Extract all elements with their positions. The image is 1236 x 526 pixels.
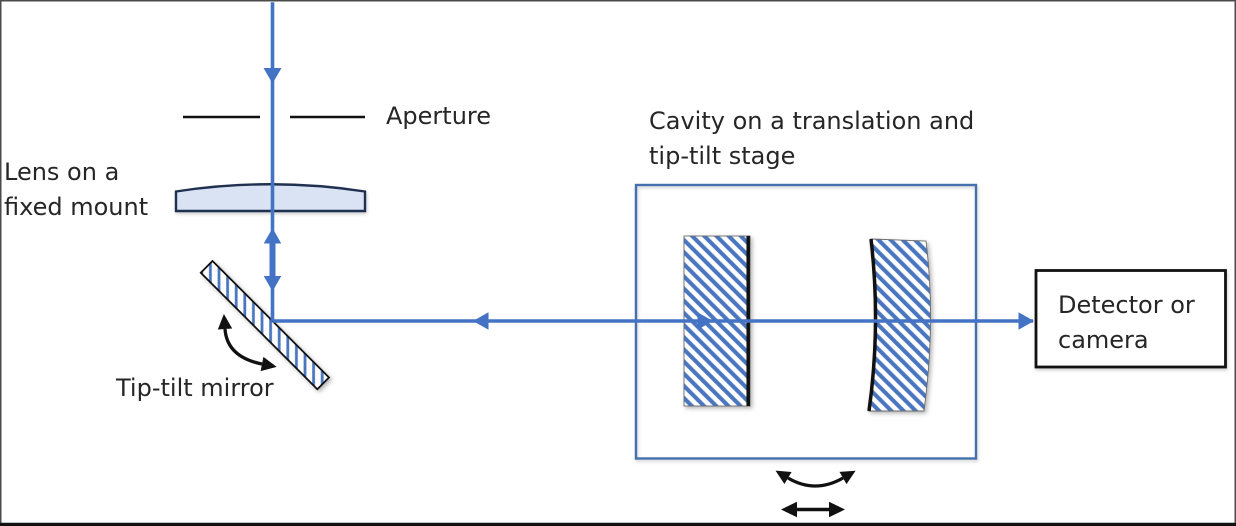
stage-tilt-arrowhead-right-icon	[839, 470, 856, 485]
label-cavity: Cavity on a translation and tip-tilt sta…	[649, 104, 974, 174]
stage-translation-arrowhead-right-icon	[829, 501, 845, 518]
detector-box	[1034, 269, 1227, 369]
tip-tilt-mirror-body	[199, 259, 331, 391]
cavity-curved-mirror-shape	[867, 238, 931, 412]
label-aperture: Aperture	[386, 99, 491, 134]
stage-tilt-arrowhead-left-icon	[775, 470, 792, 484]
beam-double-arrow	[263, 228, 282, 292]
label-lens: Lens on a fixed mount	[4, 155, 148, 225]
stage-tilt-arrow-arc	[787, 476, 844, 488]
label-detector-line1: Detector or	[1058, 291, 1195, 319]
mirror-tilt-arrow-arc	[223, 328, 263, 366]
label-tip-tilt-mirror: Tip-tilt mirror	[116, 371, 274, 406]
beam-down-arrowhead2-icon	[263, 276, 282, 292]
label-lens-line1: Lens on a	[4, 158, 120, 186]
mirror-tilt-arrowhead-down-icon	[260, 356, 277, 372]
label-detector: Detector or camera	[1058, 288, 1195, 358]
tip-tilt-mirror-shape	[199, 259, 331, 391]
beam-left-arrowhead-icon	[473, 312, 489, 330]
lens-shape	[174, 183, 367, 213]
stage-translation-arrow	[781, 501, 845, 518]
beam-up-arrowhead-icon	[263, 228, 282, 244]
label-tip-tilt-mirror-text: Tip-tilt mirror	[116, 374, 274, 402]
cavity-curved-mirror-coating	[867, 238, 878, 412]
mirror-tilt-arrow	[217, 314, 277, 372]
label-detector-line2: camera	[1058, 326, 1149, 354]
stage-tilt-arrow	[775, 470, 856, 488]
stage-translation-arrowhead-left-icon	[781, 501, 797, 518]
mirror-tilt-arrowhead-up-icon	[217, 314, 233, 330]
label-cavity-line2: tip-tilt stage	[649, 142, 796, 170]
label-cavity-line1: Cavity on a translation and	[649, 107, 975, 135]
beam-down-arrowhead-icon	[263, 68, 282, 84]
beam-path	[263, 2, 1034, 330]
beam-right-arrowhead-detector-icon	[1018, 312, 1034, 330]
label-aperture-text: Aperture	[386, 102, 492, 130]
label-lens-line2: fixed mount	[4, 193, 149, 221]
cavity-curved-mirror-body	[868, 238, 931, 412]
beam-right-arrowhead-cavity-icon	[697, 312, 713, 330]
